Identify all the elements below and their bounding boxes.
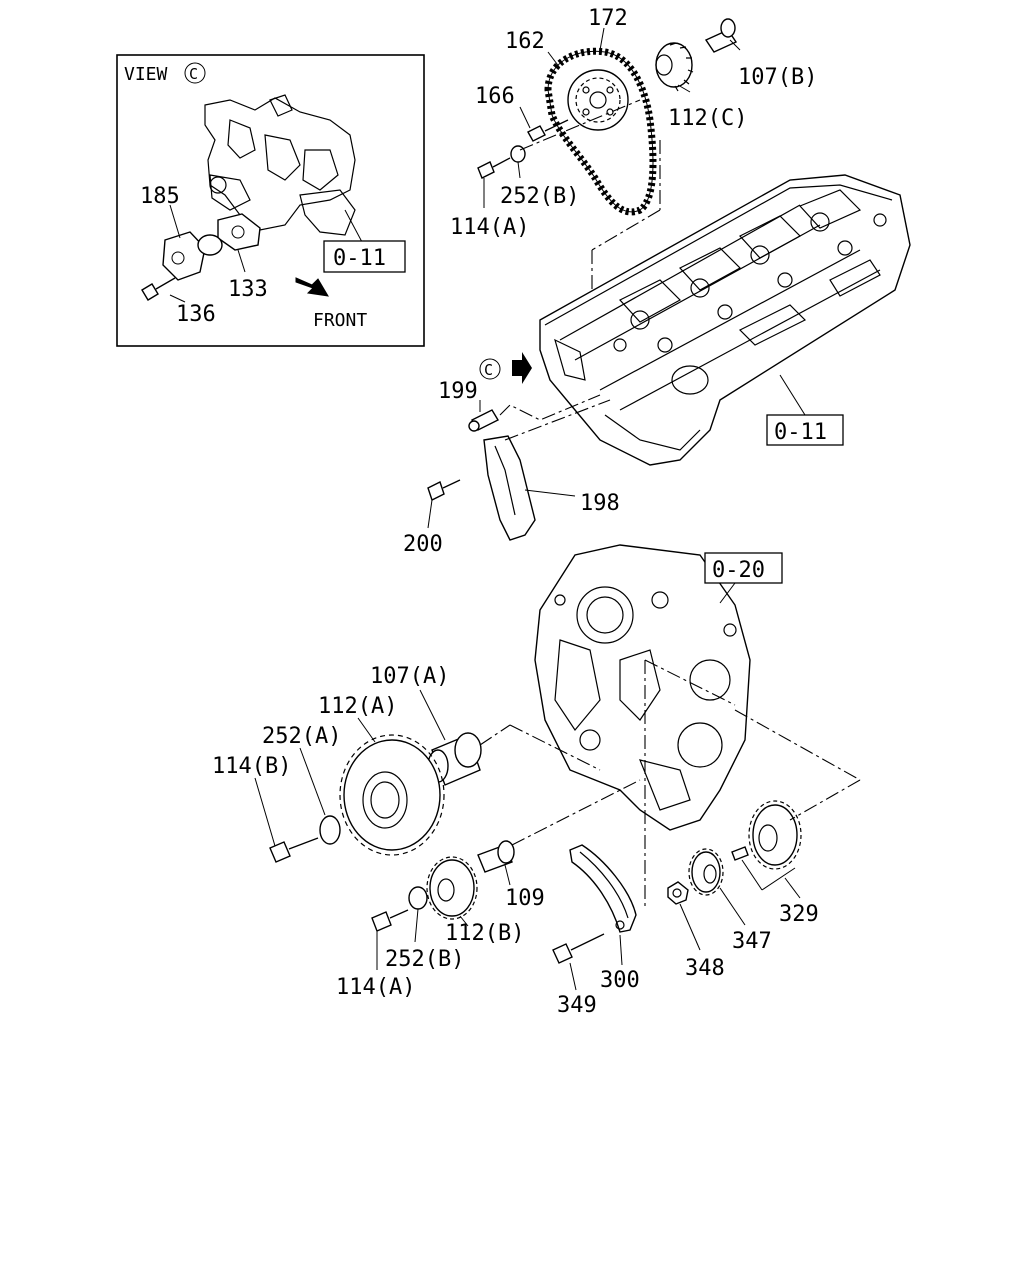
inset-title-circle-letter: C (189, 65, 198, 83)
inset-view-c: VIEW C 18 (116, 54, 425, 347)
label-348: 348 (685, 956, 725, 981)
ref-box-case (704, 552, 783, 584)
part-198-guide (483, 435, 536, 541)
view-arrow-icon (512, 352, 532, 384)
label-300: 300 (600, 968, 640, 993)
label-107b: 107(B) (738, 65, 817, 90)
part-114a-bolt-bottom (371, 909, 409, 932)
label-252b-top: 252(B) (500, 184, 579, 209)
inset-block-drawing (204, 94, 356, 236)
timing-chain-group (477, 18, 741, 320)
label-112a: 112(A) (318, 694, 397, 719)
label-199: 199 (438, 379, 478, 404)
label-ref-case: 0-20 (712, 558, 765, 583)
label-329: 329 (779, 902, 819, 927)
inset-label-133: 133 (228, 277, 268, 302)
label-112c: 112(C) (668, 106, 747, 131)
inset-ref-box (323, 240, 406, 273)
part-252b-washer-bottom (408, 886, 428, 910)
part-162-sprocket (567, 69, 629, 131)
view-c-marker-circle (479, 358, 501, 380)
front-case-drawing (534, 544, 751, 831)
label-112b: 112(B) (445, 921, 524, 946)
label-114b: 114(B) (212, 754, 291, 779)
inset-frame (116, 54, 425, 347)
label-166: 166 (475, 84, 515, 109)
label-347: 347 (732, 929, 772, 954)
inset-label-136: 136 (176, 302, 216, 327)
label-114a-bot: 114(A) (336, 975, 415, 1000)
label-162: 162 (505, 29, 545, 54)
label-200: 200 (403, 532, 443, 557)
part-300-tensioner-arm (569, 844, 637, 933)
label-198: 198 (580, 491, 620, 516)
label-109: 109 (505, 886, 545, 911)
label-349: 349 (557, 993, 597, 1018)
label-252a: 252(A) (262, 724, 341, 749)
part-112a-gear (339, 734, 445, 856)
part-107a-pin (427, 732, 482, 786)
part-112b-gear (426, 856, 478, 920)
ref-box-head (766, 414, 844, 446)
part-114b-bolt (269, 837, 319, 863)
front-arrow-icon (295, 277, 329, 297)
label-172: 172 (588, 6, 628, 31)
part-252a-washer (319, 815, 341, 845)
label-ref-head: 0-11 (774, 420, 827, 445)
label-107a: 107(A) (370, 664, 449, 689)
inset-label-185: 185 (140, 184, 180, 209)
part-348-nut (667, 881, 689, 905)
inset-title-circle (184, 62, 206, 84)
part-185-sensor (162, 231, 223, 281)
part-349-bolt (552, 933, 605, 964)
part-329-gear (731, 800, 802, 870)
view-c-marker-letter: C (484, 361, 493, 379)
part-200-bolt (427, 479, 461, 501)
part-107b-pin (704, 18, 738, 53)
inset-front-label: FRONT (313, 310, 367, 331)
part-114a-bolt-top (477, 157, 511, 179)
inset-ref-label: 0-11 (333, 246, 386, 271)
part-347-gear (688, 848, 724, 896)
inset-title: VIEW (124, 64, 168, 85)
part-109-pin (477, 840, 515, 873)
cylinder-head-drawing (539, 174, 911, 466)
label-114a-top: 114(A) (450, 215, 529, 240)
label-252b-bot: 252(B) (385, 947, 464, 972)
part-136-bolt (141, 277, 176, 301)
part-166-bolt (527, 119, 569, 142)
part-112c-gear (655, 42, 694, 92)
part-199-pin (468, 409, 499, 432)
